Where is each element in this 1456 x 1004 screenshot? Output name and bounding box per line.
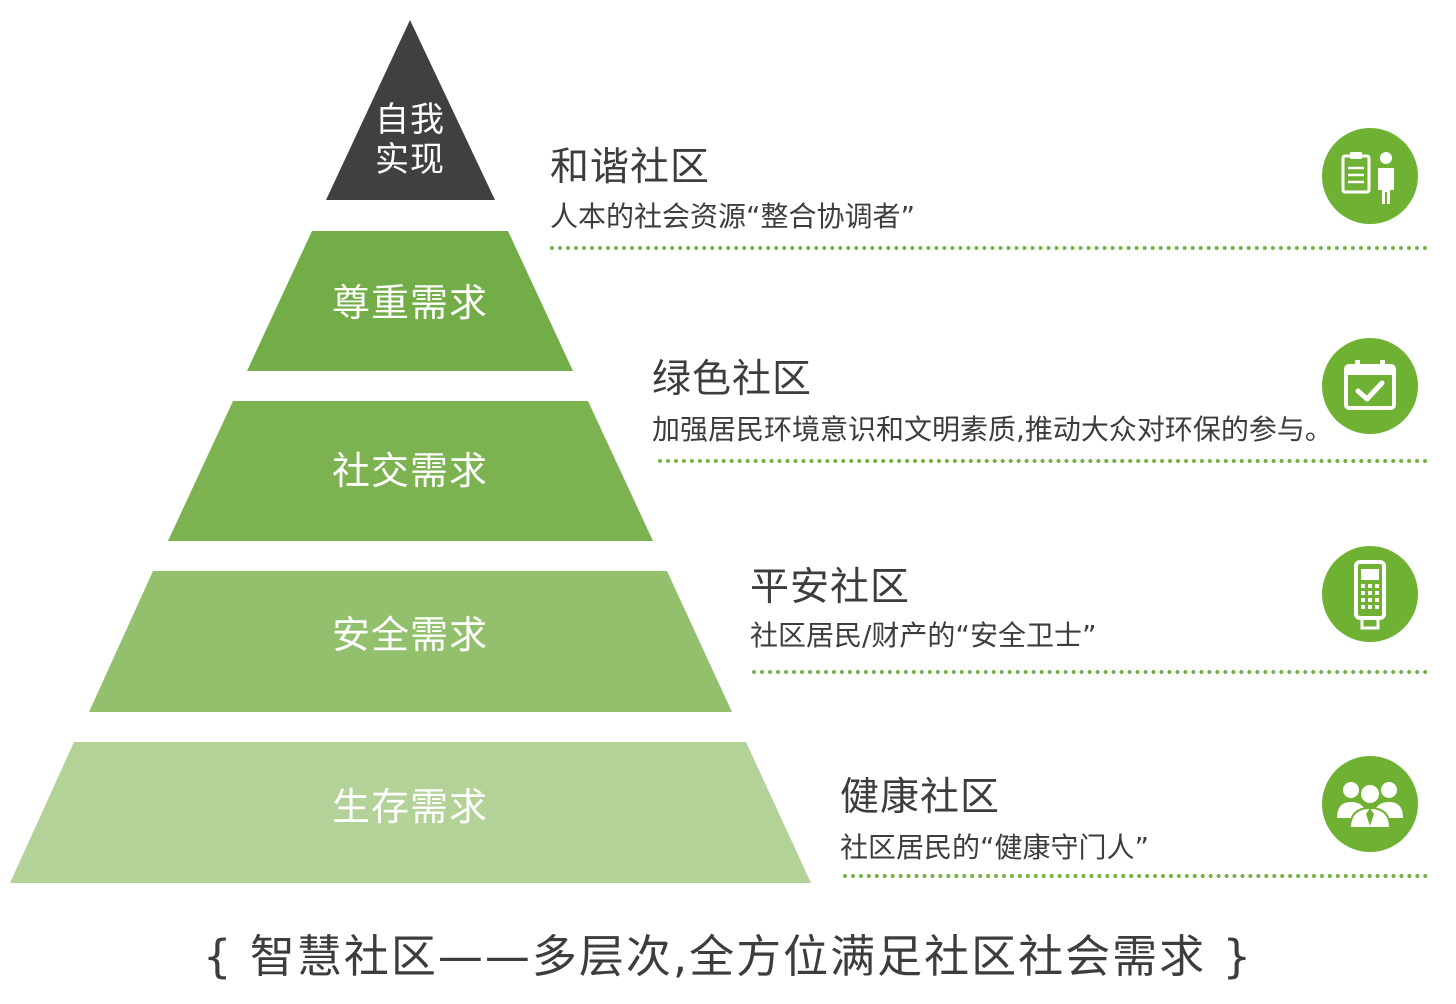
community-title-health: 健康社区 (840, 775, 1001, 820)
community-desc-health: 社区居民的“健康守门人” (840, 831, 1150, 864)
community-title-harmony: 和谐社区 (550, 145, 711, 190)
tier-label-social: 社交需求 (331, 449, 488, 493)
tier-safety (89, 571, 732, 712)
community-desc-safe: 社区居民/财产的“安全卫士” (750, 619, 1097, 652)
tier-label-esteem: 尊重需求 (331, 281, 488, 325)
tier-label-self-actualization: 自我 实现 (330, 100, 490, 180)
community-desc-green: 加强居民环境意识和文明素质,推动大众对环保的参与。 (652, 413, 1333, 446)
tier-survival (10, 742, 811, 883)
people-group-icon (1322, 756, 1418, 852)
tier-self-actualization (326, 20, 495, 200)
community-desc-harmony: 人本的社会资源“整合协调者” (550, 200, 916, 233)
dotted-divider (843, 874, 1428, 878)
community-title-safe: 平安社区 (750, 565, 911, 610)
card-terminal-icon (1322, 546, 1418, 642)
tier-social (168, 401, 653, 541)
tier-label-safety: 安全需求 (331, 613, 488, 657)
dotted-divider (752, 670, 1428, 674)
summary-caption: { 智慧社区——多层次,全方位满足社区社会需求 } (202, 930, 1254, 983)
tier-label-survival: 生存需求 (331, 785, 488, 829)
calendar-check-icon (1322, 338, 1418, 434)
tier-label-line1: 自我 (375, 100, 445, 140)
dotted-divider (658, 459, 1428, 463)
dotted-divider (550, 246, 1428, 250)
community-title-green: 绿色社区 (652, 357, 813, 402)
tier-esteem (247, 231, 573, 371)
tier-label-line2: 实现 (375, 140, 445, 181)
clipboard-person-icon (1322, 128, 1418, 224)
